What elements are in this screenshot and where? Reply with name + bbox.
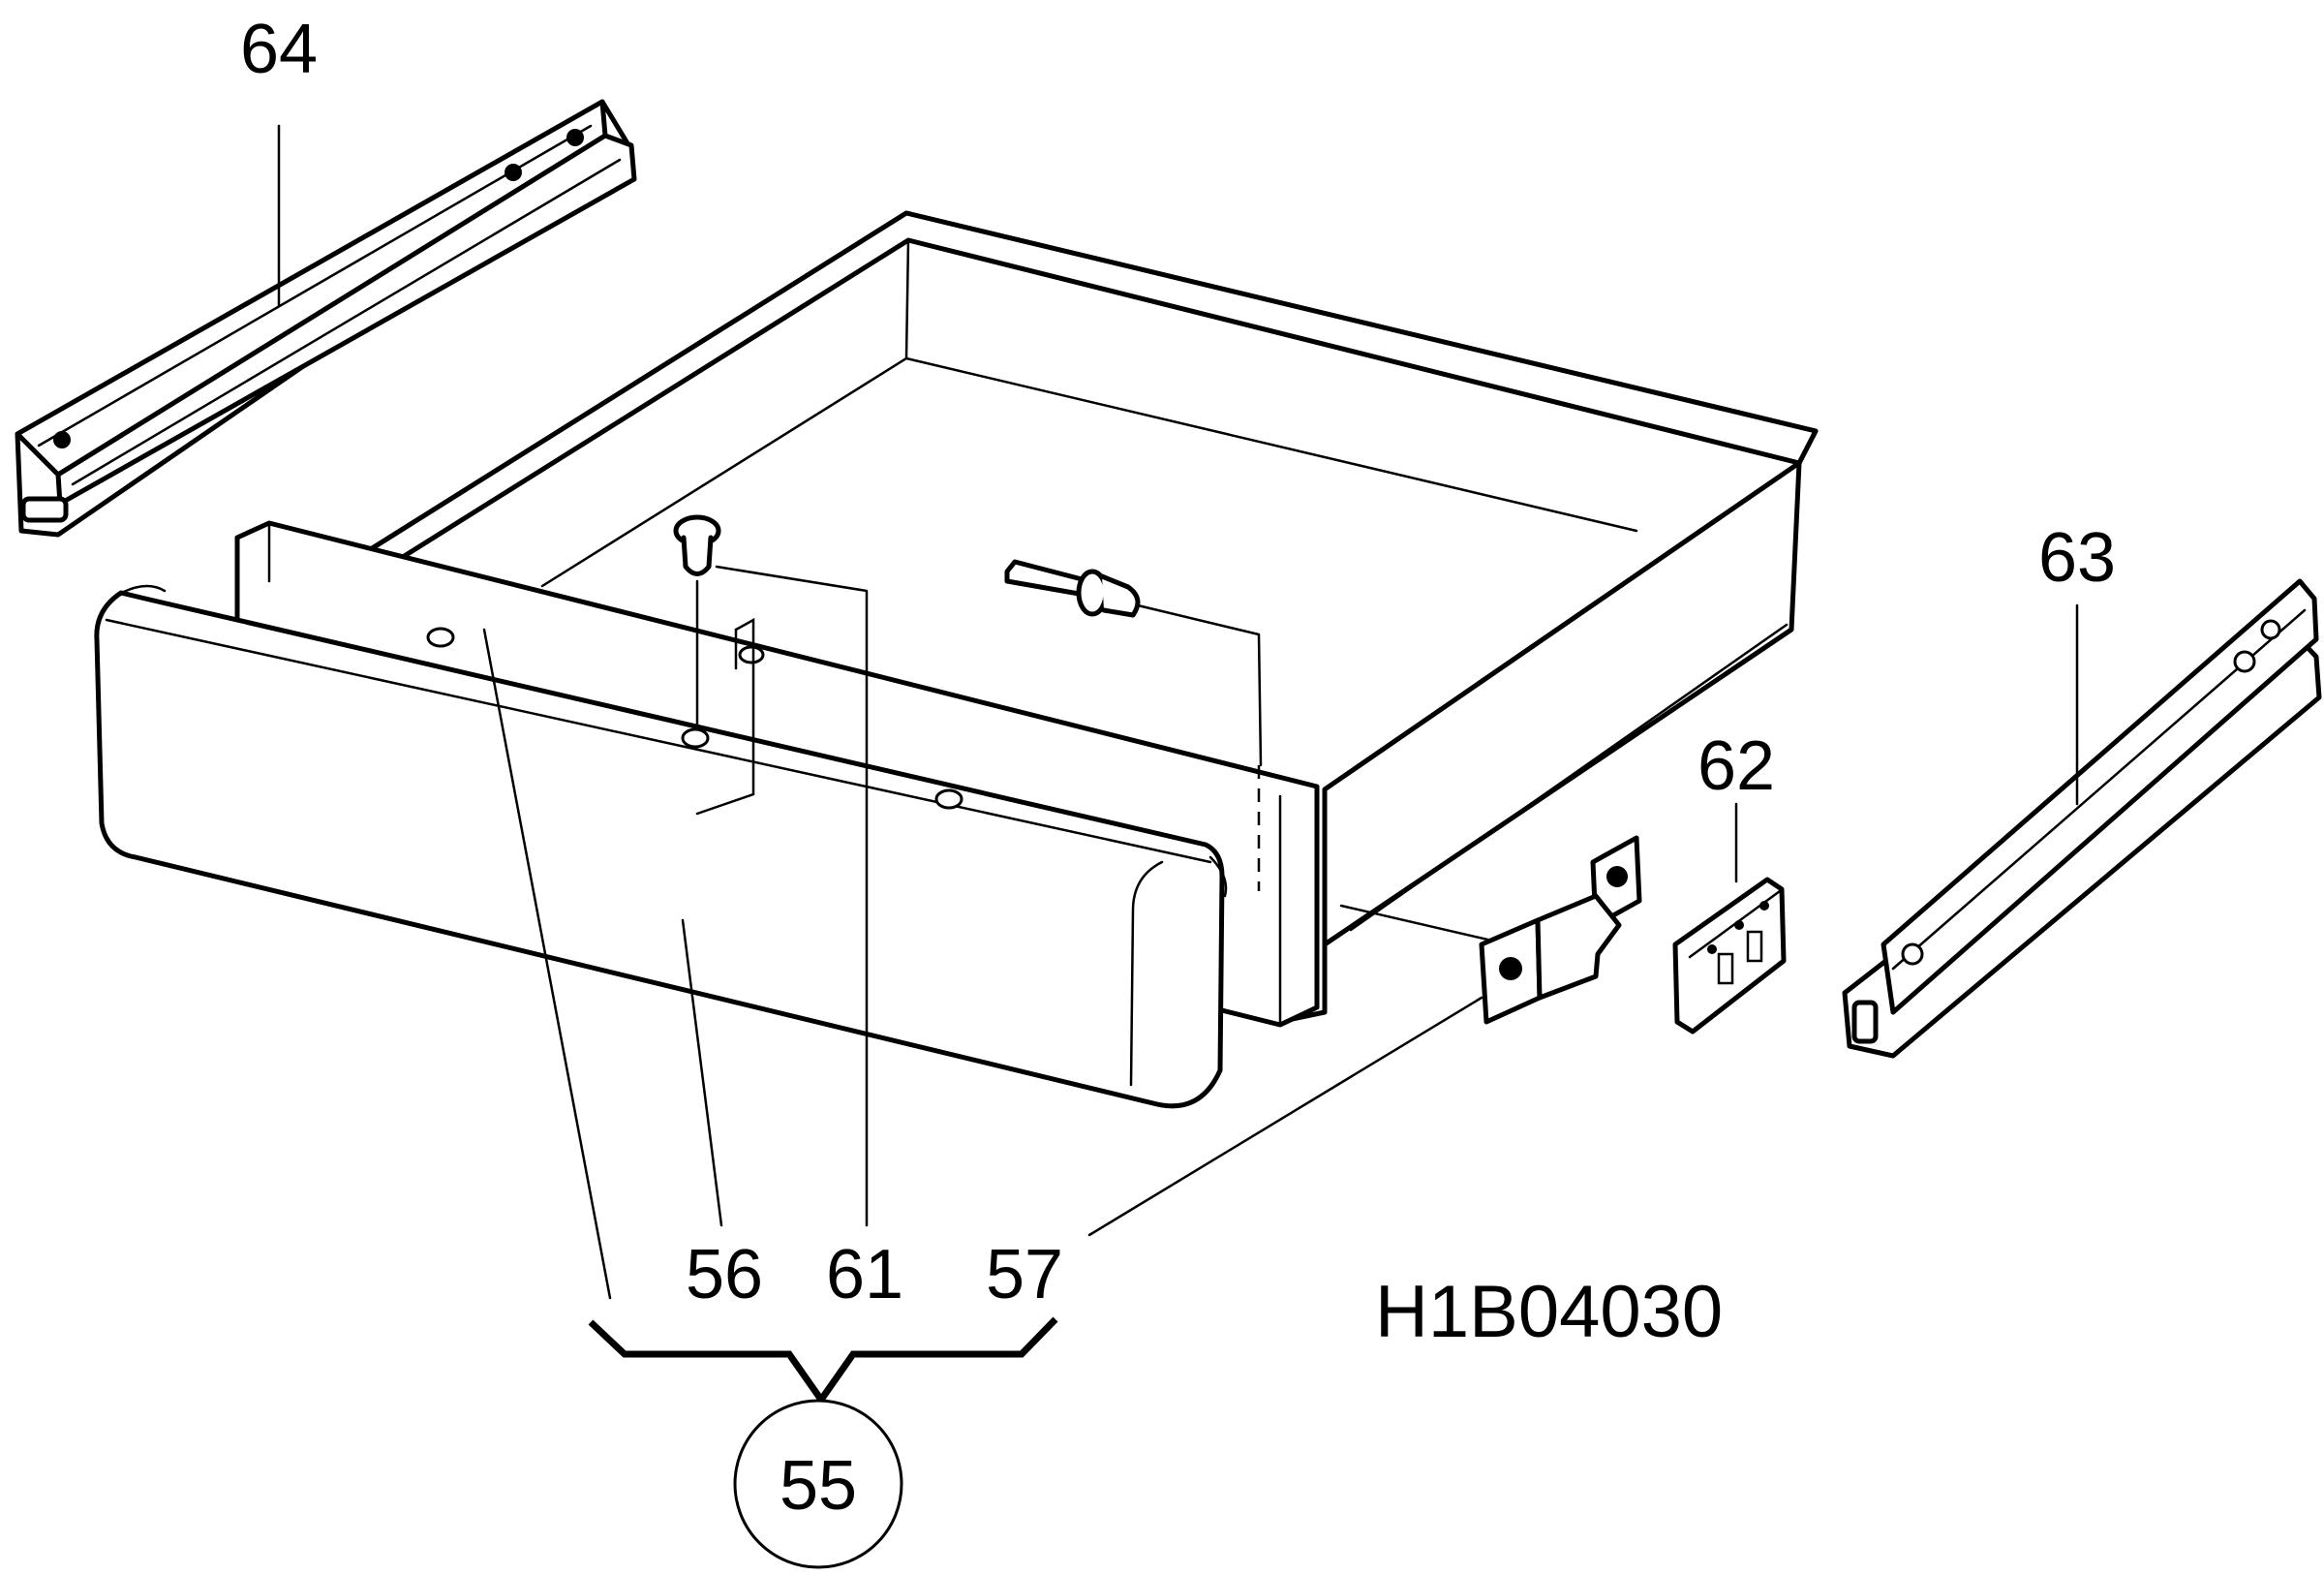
plate-62 xyxy=(1672,877,1787,1035)
clip-61 xyxy=(673,514,721,730)
label-62: 62 xyxy=(1697,727,1775,805)
front-panel-56 xyxy=(94,584,1228,1109)
rail-64 xyxy=(15,99,637,538)
label-56: 56 xyxy=(686,1236,763,1313)
label-61: 61 xyxy=(826,1236,903,1313)
bracket-57 xyxy=(1479,835,1642,1025)
leader-lines xyxy=(277,124,2079,1300)
label-55: 55 xyxy=(780,1447,857,1525)
label-64: 64 xyxy=(240,11,318,88)
label-63: 63 xyxy=(2038,519,2116,597)
drawing-code: H1B04030 xyxy=(1375,1271,1723,1353)
assembly-brace xyxy=(588,1316,1058,1569)
pin-screw xyxy=(1004,559,1498,943)
label-57: 57 xyxy=(986,1236,1063,1313)
rail-63 xyxy=(1842,578,2322,1059)
